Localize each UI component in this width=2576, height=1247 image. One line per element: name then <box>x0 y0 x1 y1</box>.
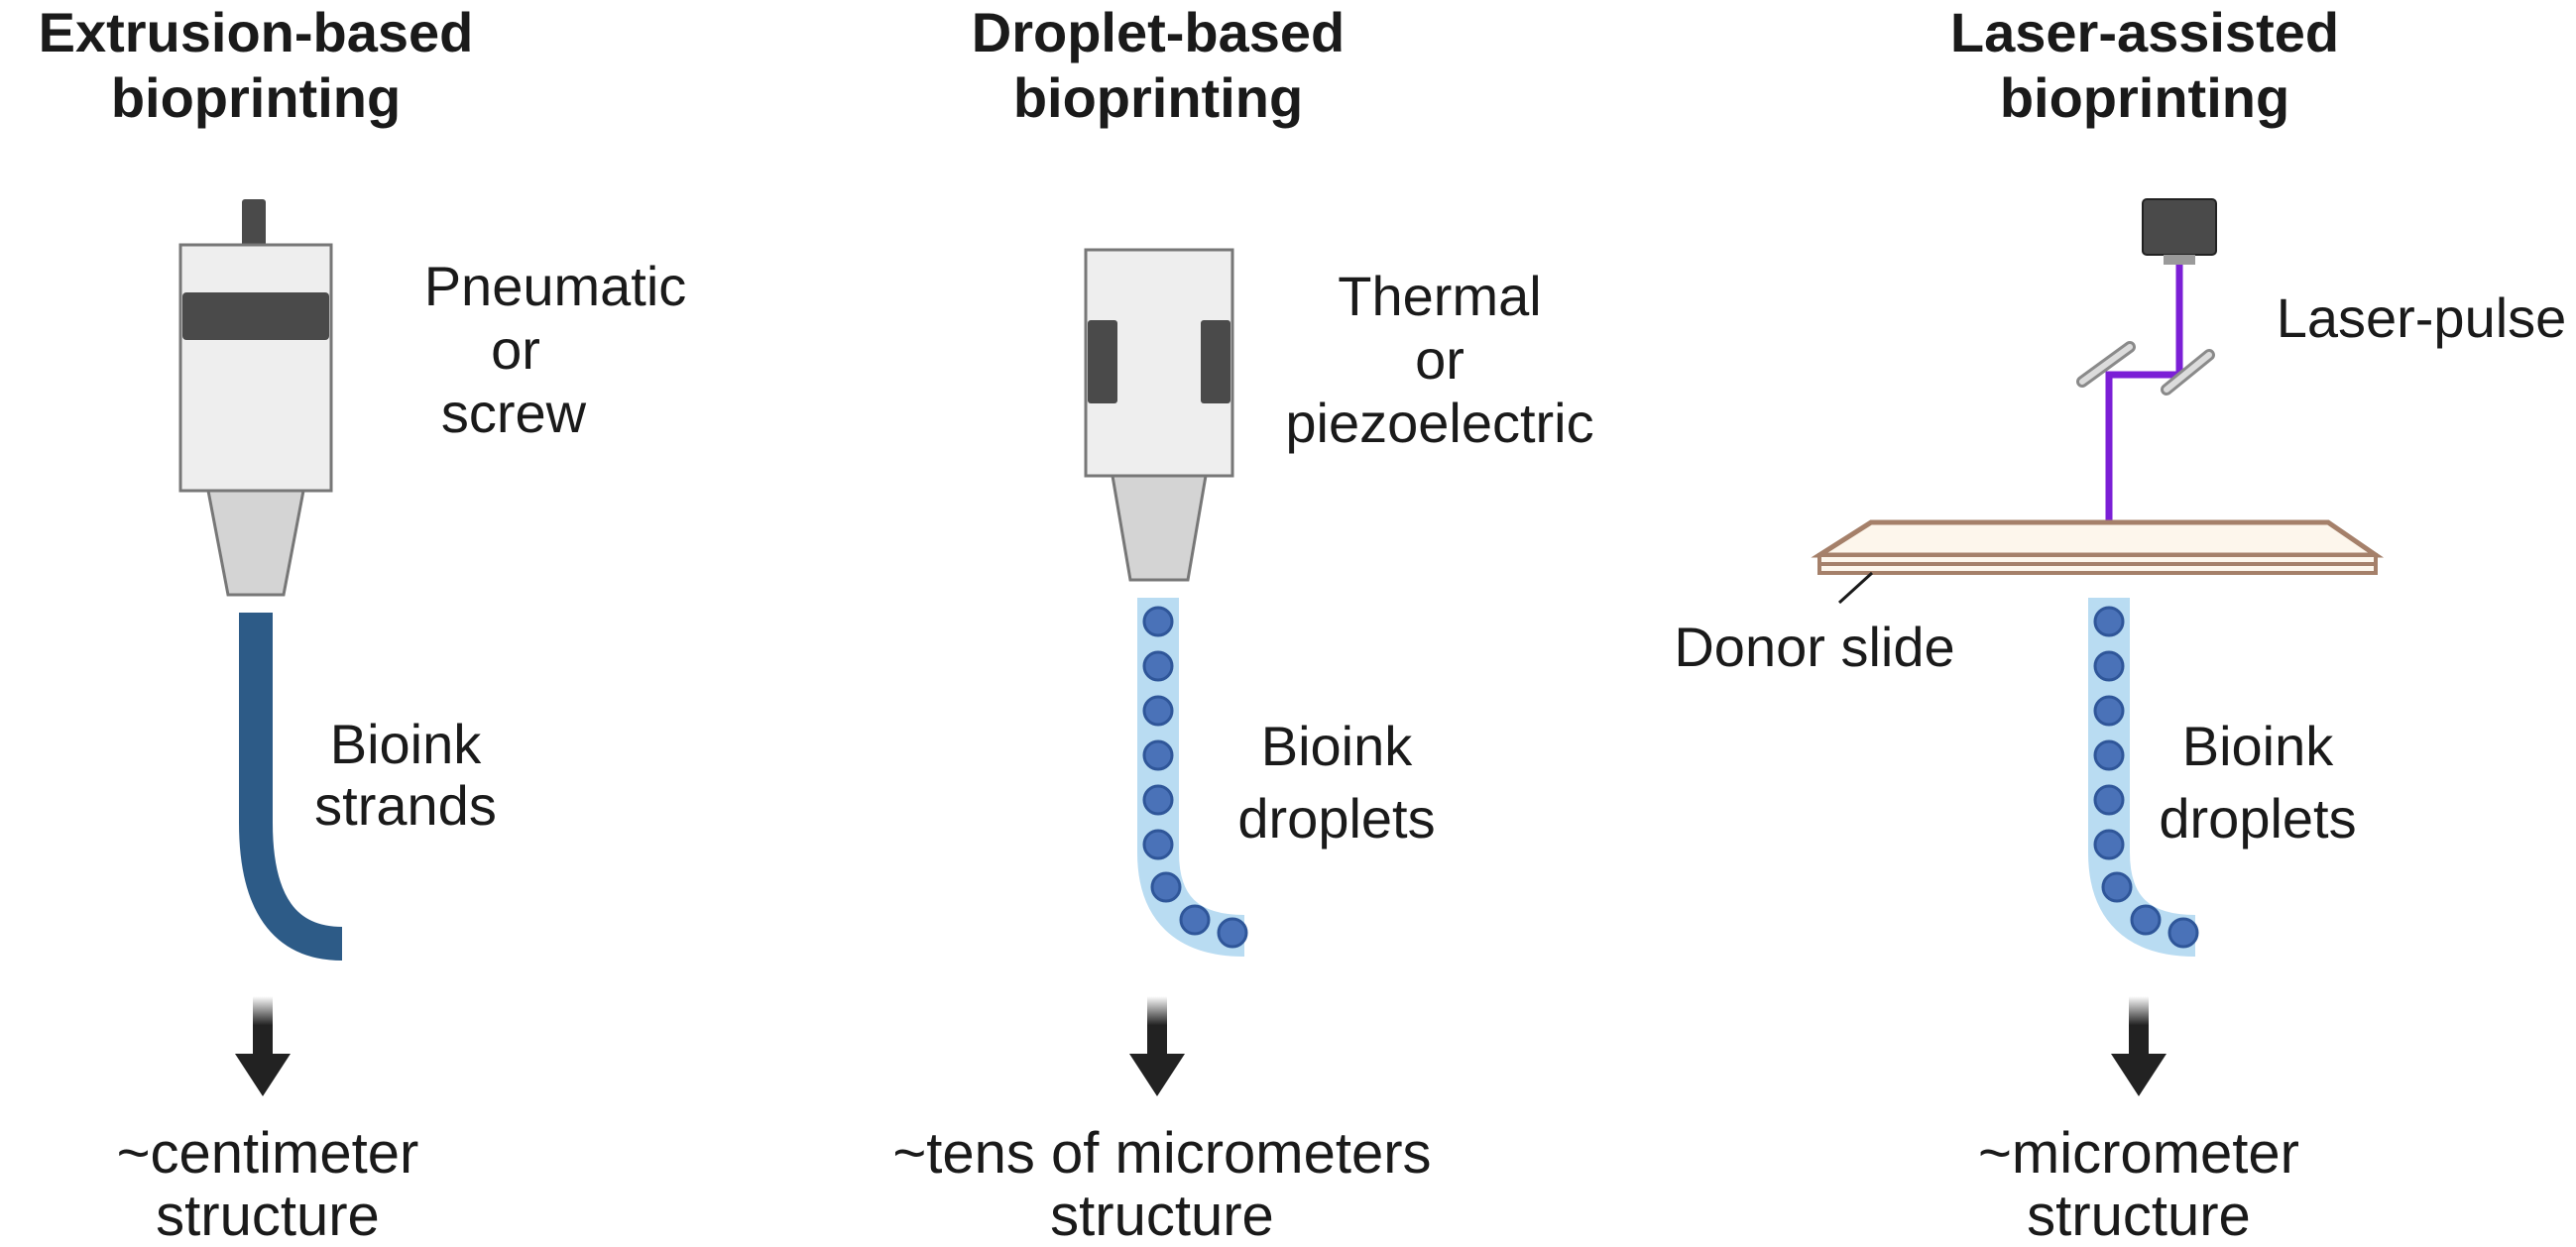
bioink-strand <box>239 613 343 961</box>
droplet-chain <box>1142 606 1248 949</box>
actuator-label-line2: or <box>1415 328 1464 391</box>
laser-source-icon <box>2142 198 2217 265</box>
panel-title-line2: bioprinting <box>2000 66 2289 129</box>
result-label-line1: ~micrometer <box>1978 1121 2299 1186</box>
panel-title-line2: bioprinting <box>1013 66 1303 129</box>
result-label-line1: ~centimeter <box>117 1121 419 1186</box>
panel-extrusion: Extrusion-based bioprinting Pneumatic or… <box>39 1 687 1247</box>
actuator-label-line1: Pneumatic <box>424 255 687 317</box>
donor-slide <box>1811 519 2385 575</box>
extrusion-printhead-icon <box>178 199 333 597</box>
actuator-label-line3: piezoelectric <box>1285 392 1593 454</box>
panel-title-line2: bioprinting <box>111 66 401 129</box>
result-label-line2: structure <box>1050 1184 1274 1247</box>
result-label-line2: structure <box>156 1184 380 1247</box>
actuator-label-line2: or <box>491 318 540 381</box>
bioink-label-line1: Bioink <box>1261 715 1414 777</box>
droplet-chain <box>2093 606 2199 949</box>
bioink-label-line2: droplets <box>1237 787 1435 850</box>
laser-pulse-label: Laser-pulse <box>2277 286 2567 349</box>
down-arrow-icon <box>1129 996 1185 1096</box>
panel-droplet: Droplet-based bioprinting Thermal or pie… <box>892 1 1593 1247</box>
donor-slide-label: Donor slide <box>1674 616 1954 678</box>
result-label-line2: structure <box>2027 1184 2251 1247</box>
mirror-icon <box>2161 349 2215 396</box>
down-arrow-icon <box>235 996 291 1096</box>
panel-title-line1: Laser-assisted <box>1950 1 2339 63</box>
bioink-label-line1: Bioink <box>330 713 483 775</box>
bioink-label-line2: strands <box>314 774 497 837</box>
actuator-label-line3: screw <box>441 382 587 444</box>
slide-leader-line <box>1837 571 1874 605</box>
mirror-icon <box>2076 341 2136 388</box>
panel-laser: Laser-assisted bioprinting <box>1674 1 2566 1247</box>
droplet-printhead-icon <box>1084 248 1234 582</box>
laser-beam <box>2105 265 2183 545</box>
result-label-line1: ~tens of micrometers <box>892 1121 1431 1186</box>
bioink-label-line2: droplets <box>2159 787 2356 850</box>
actuator-label-line1: Thermal <box>1338 265 1541 327</box>
panel-title-line1: Extrusion-based <box>39 1 474 63</box>
panel-title-line1: Droplet-based <box>972 1 1346 63</box>
down-arrow-icon <box>2111 996 2166 1096</box>
bioink-label-line1: Bioink <box>2182 715 2335 777</box>
